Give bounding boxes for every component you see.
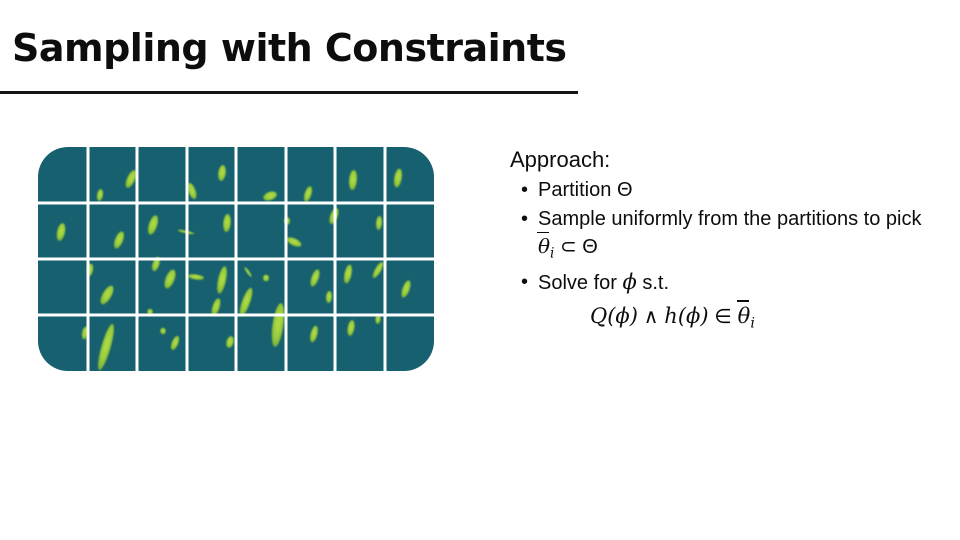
sample-ellipse — [375, 314, 381, 324]
sample-ellipse — [372, 262, 384, 278]
sample-ellipse — [147, 215, 159, 235]
sample-ellipse — [310, 269, 320, 287]
sample-ellipse — [393, 168, 403, 188]
sample-ellipse — [343, 264, 353, 284]
sample-ellipse — [286, 237, 302, 247]
sample-ellipse — [310, 325, 318, 343]
sample-ellipse — [239, 287, 253, 317]
theta-capital-symbol: Θ — [616, 179, 633, 201]
approach-heading: Approach: — [510, 147, 611, 172]
grid-line-horizontal — [38, 313, 434, 317]
subset-operator: ⊂ — [559, 234, 577, 258]
formula-close-paren-1: ) — [629, 304, 638, 329]
sample-ellipse — [100, 285, 114, 305]
grid-line-horizontal — [38, 201, 434, 205]
theta-capital-symbol: Θ — [582, 236, 598, 258]
bullet-item-sample-uniformly: • Sample uniformly from the partitions t… — [510, 206, 930, 267]
sample-ellipse — [303, 186, 313, 202]
bullet-text-st: s.t. — [636, 272, 670, 295]
sample-ellipse — [263, 191, 277, 201]
sample-ellipse — [125, 170, 137, 188]
formula-phi-1: ϕ — [615, 304, 630, 329]
sample-ellipse — [98, 323, 114, 371]
bullet-text-sample: Sample uniformly from the partitions to … — [538, 208, 922, 230]
approach-text-block: Approach: • Partition Θ • Sample uniform… — [510, 146, 930, 339]
formula-phi-2: ϕ — [686, 304, 701, 329]
sample-ellipse — [160, 327, 166, 335]
sample-ellipse — [226, 336, 234, 348]
grid-line-horizontal — [38, 257, 434, 261]
sample-ellipse — [218, 165, 226, 181]
page-title: Sampling with Constraints — [12, 26, 567, 70]
sample-ellipse — [113, 231, 125, 249]
sample-ellipse — [223, 214, 231, 232]
bullet-item-solve-for-phi: • Solve for ϕ s.t. Q(ϕ) ∧ h(ϕ) ∈ θi — [510, 269, 930, 339]
formula-q: Q — [590, 304, 608, 329]
bullet-item-partition: • Partition Θ — [510, 177, 930, 204]
title-divider — [0, 91, 578, 94]
sample-ellipse — [263, 274, 269, 282]
grid-clip-group — [38, 147, 434, 371]
grid-lines-layer — [38, 147, 434, 371]
sample-ellipse — [244, 267, 252, 277]
constraint-formula: Q(ϕ) ∧ h(ϕ) ∈ θi — [538, 300, 930, 339]
sample-ellipse — [188, 274, 204, 280]
sample-ellipse — [211, 298, 221, 316]
theta-bar-symbol: θ — [536, 231, 551, 258]
sample-ellipse — [96, 189, 104, 201]
formula-open-paren-1: ( — [607, 304, 616, 329]
sample-ellipses-layer — [56, 165, 411, 371]
phi-symbol: ϕ — [622, 270, 637, 295]
partition-grid-svg — [38, 147, 434, 371]
bullet-text-partition: Partition — [538, 179, 617, 201]
sample-ellipse — [348, 170, 358, 190]
formula-h: h — [664, 304, 678, 329]
theta-bar-subscript: i — [550, 245, 555, 262]
sample-ellipse — [217, 266, 227, 294]
sample-ellipse — [187, 182, 197, 200]
formula-open-paren-2: ( — [677, 304, 687, 329]
sample-ellipse — [170, 335, 180, 351]
sample-ellipse — [347, 320, 355, 336]
sample-ellipse — [164, 269, 176, 289]
sample-ellipse — [375, 216, 383, 230]
bullet-dot-icon: • — [521, 179, 529, 201]
partition-grid-figure — [38, 147, 434, 371]
formula-theta-bar: θ — [736, 300, 750, 331]
sample-ellipse — [401, 280, 411, 298]
bullet-text-solve: Solve for — [538, 272, 623, 295]
formula-theta-subscript: i — [750, 315, 755, 332]
formula-and-operator: ∧ — [643, 304, 659, 329]
formula-close-paren-2: ) — [700, 304, 709, 329]
sample-ellipse — [56, 223, 66, 241]
approach-bullet-list: • Partition Θ • Sample uniformly from th… — [510, 177, 930, 339]
bullet-dot-icon: • — [521, 208, 529, 230]
sample-ellipse — [325, 291, 333, 303]
bullet-dot-icon: • — [521, 271, 529, 294]
formula-element-of-operator: ∈ — [714, 304, 732, 329]
